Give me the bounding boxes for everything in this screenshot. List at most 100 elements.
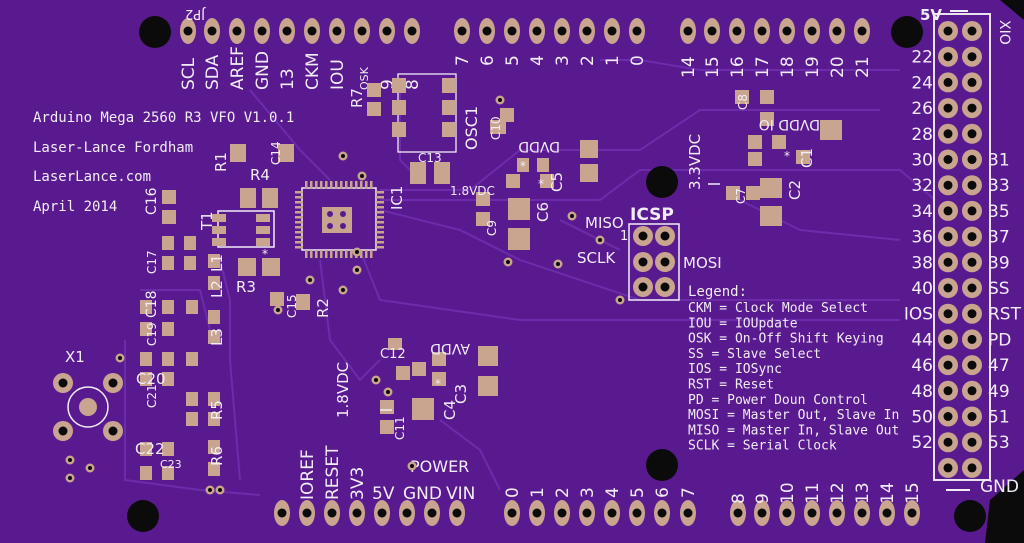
header-bottom-label: 3 [578,487,598,498]
header-name: JP2 [185,6,206,21]
pin-hole [427,508,437,518]
ref-designator: R3 [236,278,256,296]
smd-pad [478,346,498,366]
pin1-marker: * [520,159,526,173]
pin-hole [782,508,792,518]
qfp-pin [295,246,303,249]
right-header-right-label: PD [988,330,1011,350]
smd-pad [208,392,220,406]
qfp-pin [370,250,373,258]
smd-pad [735,90,749,104]
pin-hole [882,508,892,518]
via-hole [498,98,502,102]
smd-pad [256,214,270,222]
smd-pad [162,442,174,456]
ref-designator: C2 [786,180,804,200]
smd-pad [208,412,220,426]
pin-hole [967,437,977,447]
smd-pad [208,330,220,344]
smd-pad [230,144,246,162]
board-corner-cut [985,470,1024,543]
icsp-outline [628,223,680,301]
ref-designator: C18 [144,290,160,318]
qfp-pin [305,181,308,189]
qfp-pin [330,181,333,189]
header-bottom-label: 11 [803,482,823,504]
mounting-holes [127,16,986,532]
header-top-label: IOU [328,59,348,90]
qfp-pin [325,181,328,189]
smd-pad [262,258,280,276]
header-bottom-label: GND [403,484,442,504]
pin-hole [943,206,953,216]
thermal-via [327,223,333,229]
ref-designator: R6 [208,446,226,466]
via-hole [341,288,345,292]
pin-hole [632,26,642,36]
qfp-pin [376,226,384,229]
pin-hole [407,26,417,36]
pin-hole [660,231,670,241]
right-header-right-label: 49 [988,382,1010,402]
smd-pad [140,442,152,456]
right-header-left-label: 48 [911,382,933,402]
smd-pad [212,226,226,234]
pin-hole [967,155,977,164]
smd-pad [184,236,196,250]
icsp-pin1-label: 1 [620,229,628,244]
rail-label: DVDD [518,138,560,154]
pin-hole [943,283,953,293]
ref-designator: C23 [160,458,182,471]
right-header-left-label: 44 [911,330,933,350]
qfp-pin [376,241,384,244]
smd-pad [396,366,410,380]
pin-hole [967,463,977,473]
pin-hole [967,180,977,190]
qfp-pin [295,221,303,224]
header-top-label: 16 [728,56,748,78]
header-bottom-label: 13 [853,482,873,504]
via-hole [410,464,414,468]
pin-hole [607,26,617,36]
pin-hole [943,129,953,139]
smd-pad [256,238,270,246]
ref-designator: R2 [314,298,332,318]
power-label: POWER [410,457,469,476]
legend-item: MOSI = Master Out, Slave In [688,408,899,423]
board-date: April 2014 [33,199,117,215]
qfp-pin [295,236,303,239]
rail-label: 1.8VDC [334,362,352,418]
board-author: Laser-Lance Fordham [33,140,193,156]
right-header-left-label: 26 [911,99,933,119]
right-header-left-label: 40 [911,279,933,299]
right-header-left-label: 28 [911,125,933,145]
rail-label: AVDD [430,340,470,356]
smd-pad [490,120,506,134]
via-hole [68,458,72,462]
right-header-right-label: 39 [988,253,1010,273]
right-header-left-label: 46 [911,356,933,376]
qfp-pin [376,216,384,219]
header-top-label: CKM [303,52,323,90]
ref-designator: C9 [485,220,499,236]
ref-designator: L3 [208,328,226,346]
rail-label: DVDD IO [759,116,820,132]
header-top-label: 15 [703,56,723,78]
qfp-pin [376,201,384,204]
pin-hole [967,129,977,139]
ref-designator: T1 [198,211,216,231]
smd-pad [772,135,786,149]
header-bottom-label: IOREF [298,449,318,500]
rail-label: 1.8VDC [450,184,495,198]
header-top-label: 7 [453,55,473,66]
pin-hole [832,26,842,36]
pin-hole [307,26,317,36]
header-bottom-label: 1 [528,487,548,498]
smd-pad [500,108,514,122]
ref-designator: C11 [393,416,407,440]
via-hole [218,488,222,492]
ref-designator: C16 [144,187,160,215]
pin-hole [582,26,592,36]
ref-designator: C1 [798,148,816,168]
smd-pad [442,78,456,93]
